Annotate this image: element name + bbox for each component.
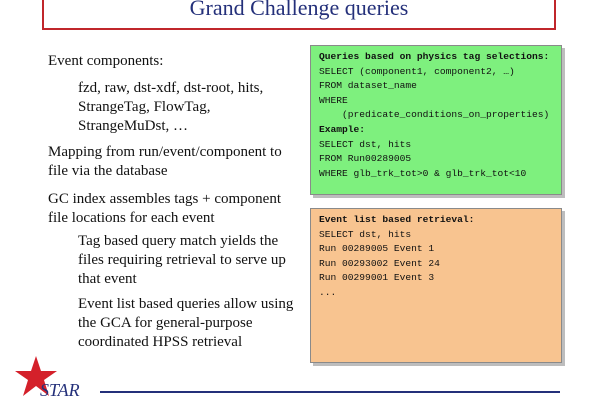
components-line-3: StrangeMuDst, … bbox=[78, 118, 188, 134]
code-line: FROM dataset_name bbox=[319, 80, 417, 92]
code-line: Queries based on physics tag selections: bbox=[319, 51, 550, 62]
physics-tag-query-box: Queries based on physics tag selections:… bbox=[310, 45, 562, 195]
event-list-bullet: Event list based queries allow using the… bbox=[78, 296, 294, 350]
components-list: fzd, raw, dst-xdf, dst-root, hits, Stran… bbox=[78, 79, 298, 136]
title-box: Grand Challenge queries bbox=[42, 0, 556, 30]
code-line: (predicate_conditions_on_properties) bbox=[319, 109, 550, 121]
code-line: SELECT (component1, component2, …) bbox=[319, 65, 515, 77]
star-icon bbox=[15, 356, 57, 396]
components-line-2: StrangeTag, FlowTag, bbox=[78, 99, 211, 115]
code-line: Run 00289005 Event 1 bbox=[319, 243, 435, 255]
code-line: Run 00293002 Event 24 bbox=[319, 257, 440, 269]
code-line: Event list based retrieval: bbox=[319, 214, 475, 225]
code-line: SELECT dst, hits bbox=[319, 138, 412, 150]
code-line: SELECT dst, hits bbox=[319, 228, 412, 240]
code-line: Run 00299001 Event 3 bbox=[319, 272, 435, 284]
code-line: WHERE glb_trk_tot>0 & glb_trk_tot<10 bbox=[319, 167, 527, 179]
star-logo-text: STAR bbox=[40, 380, 80, 400]
code-line: FROM Run00289005 bbox=[319, 153, 412, 165]
event-list-retrieval-box: Event list based retrieval: SELECT dst, … bbox=[310, 208, 562, 363]
slide-title: Grand Challenge queries bbox=[189, 0, 409, 20]
code-line: ... bbox=[319, 286, 337, 298]
tag-query-bullet: Tag based query match yields the files r… bbox=[78, 233, 286, 287]
footer-divider bbox=[100, 391, 560, 393]
components-line-1: fzd, raw, dst-xdf, dst-root, hits, bbox=[78, 80, 264, 96]
mapping-bullet: Mapping from run/event/component to file… bbox=[48, 144, 282, 179]
code-line: Example: bbox=[319, 123, 366, 135]
gc-index-bullet: GC index assembles tags + component file… bbox=[48, 191, 282, 226]
star-logo: STAR bbox=[15, 356, 80, 400]
code-line: WHERE bbox=[319, 94, 348, 106]
event-components-heading: Event components: bbox=[48, 53, 164, 69]
